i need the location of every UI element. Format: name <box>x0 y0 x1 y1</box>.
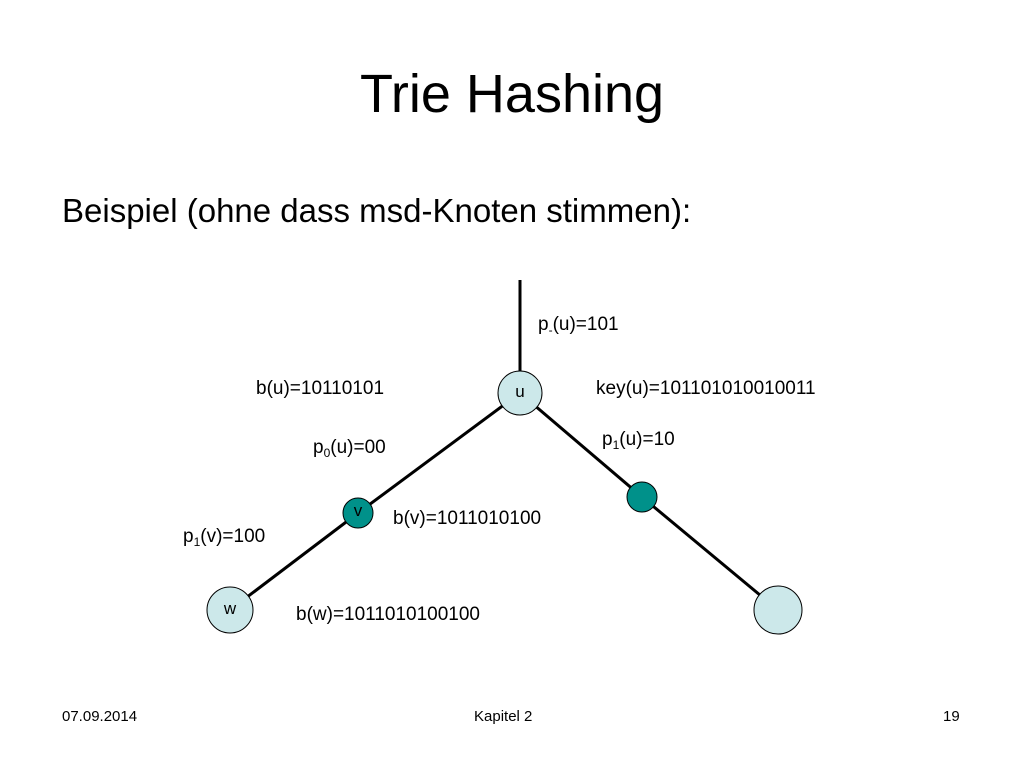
node-v-label: v <box>353 501 363 520</box>
label-p-minus-u-rest: (u)=101 <box>552 314 619 335</box>
edge-right-inner-right-leaf <box>641 495 779 612</box>
label-p1-u-sub: 1 <box>612 438 620 452</box>
label-p1-v-sub: 1 <box>193 535 201 549</box>
label-p0-u-base: p <box>313 437 324 458</box>
edge-v-w <box>229 511 359 612</box>
label-b-w: b(w)=1011010100100 <box>296 604 480 625</box>
label-p1-u: p1(u)=10 <box>602 428 675 452</box>
label-p0-u-rest: (u)=00 <box>330 437 386 458</box>
label-p1-u-base: p <box>602 429 613 450</box>
edge-u-v <box>357 391 521 515</box>
label-b-v: b(v)=1011010100 <box>393 508 542 529</box>
slide-subtitle: Beispiel (ohne dass msd-Knoten stimmen): <box>62 192 692 229</box>
label-p1-v-base: p <box>183 526 194 547</box>
label-p0-u: p0(u)=00 <box>313 436 386 460</box>
label-key-u: key(u)=101101010010011 <box>596 378 816 399</box>
label-p0-u-sub: 0 <box>323 446 331 460</box>
node-u <box>497 370 543 416</box>
label-b-u: b(u)=10110101 <box>256 378 385 399</box>
label-p-minus-u: p-(u)=101 <box>538 313 619 337</box>
slide-title: Trie Hashing <box>359 64 665 124</box>
edge-u-right-inner <box>519 391 643 499</box>
node-right-inner <box>626 481 658 513</box>
footer-page-number: 19 <box>943 708 960 725</box>
footer-date: 07.09.2014 <box>62 708 138 725</box>
label-p1-v-rest: (v)=100 <box>200 526 266 547</box>
node-u-label: u <box>515 382 525 401</box>
label-p1-u-rest: (u)=10 <box>619 429 675 450</box>
label-p-minus-u-base: p <box>538 314 549 335</box>
footer-chapter: Kapitel 2 <box>474 708 533 725</box>
label-p-minus-u-sub: - <box>548 323 553 337</box>
node-w-label: w <box>223 599 237 618</box>
node-v <box>342 497 374 529</box>
label-p1-v: p1(v)=100 <box>183 525 265 549</box>
node-w <box>206 586 254 634</box>
node-right-leaf <box>753 585 803 635</box>
